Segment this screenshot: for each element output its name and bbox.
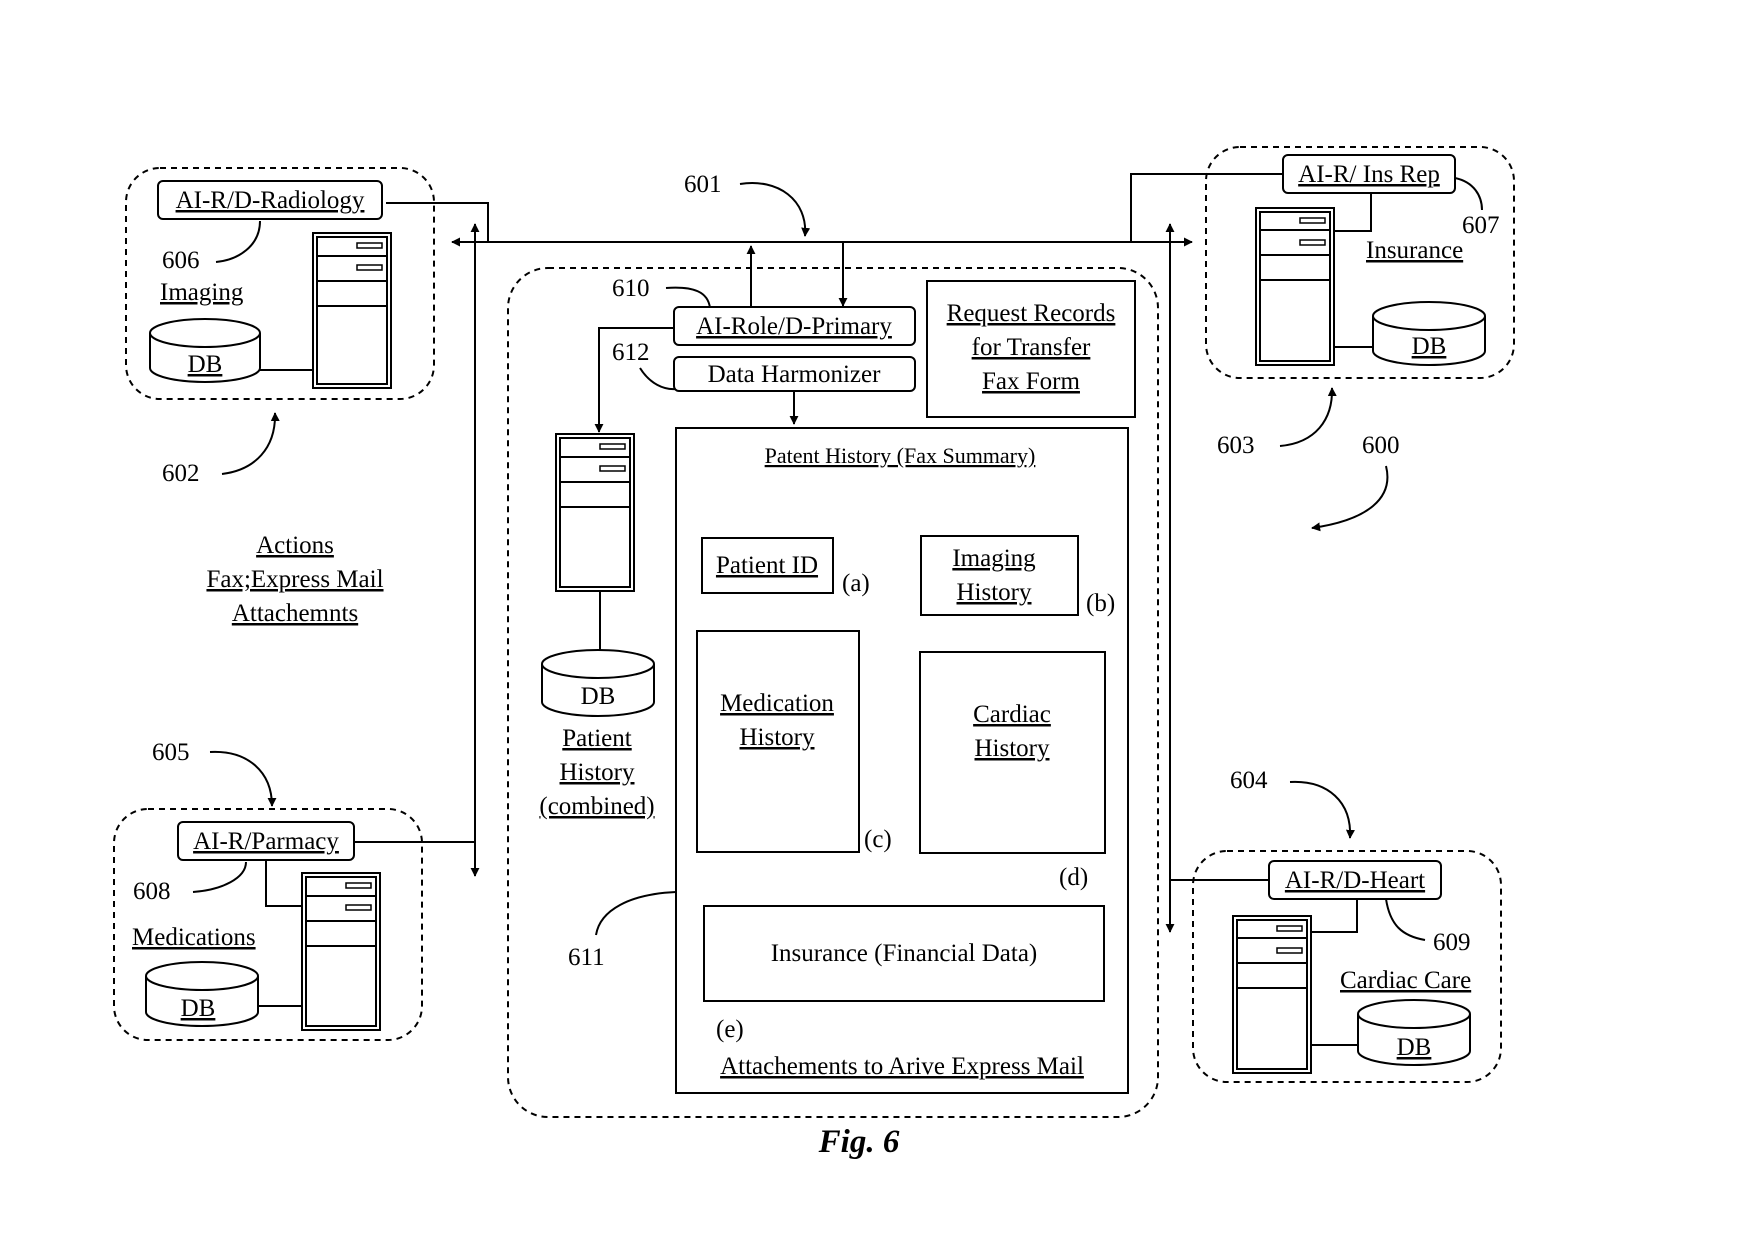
heart-node: AI-R/D-Heart 609 Cardiac Care DB — [1192, 850, 1502, 1083]
radiology-node: AI-R/D-Radiology 606 Imaging DB — [125, 167, 435, 400]
primary-agent-label: AI-Role/D-Primary — [696, 313, 892, 340]
radiology-department-label: Imaging — [160, 279, 244, 306]
medication-history-box — [696, 630, 860, 853]
server-icon — [555, 433, 635, 592]
summary-title: Patent History (Fax Summary) — [765, 443, 1036, 468]
ref-label-611: 611 — [568, 944, 605, 971]
insurance-node: AI-R/ Ins Rep 607 Insurance DB — [1205, 146, 1515, 379]
insurance-financial-tag: (e) — [716, 1016, 744, 1043]
actions-note: Actions Fax;Express Mail Attachemnts — [206, 532, 383, 627]
ref-label-600: 600 — [1362, 432, 1400, 459]
combined-history-line-3: (combined) — [539, 793, 654, 820]
pharmacy-node: AI-R/Parmacy 608 Medications DB — [113, 808, 423, 1041]
ref-label-605: 605 — [152, 739, 190, 766]
medication-history-tag: (c) — [864, 826, 892, 853]
combined-history-line-2: History — [560, 759, 636, 786]
pharmacy-department-label: Medications — [132, 924, 256, 951]
cardiac-history-line-2: History — [975, 735, 1051, 762]
patient-id-label: Patient ID — [716, 552, 818, 579]
summary-footer: Attachements to Arive Express Mail — [720, 1053, 1084, 1080]
server-icon — [1232, 915, 1312, 1074]
ref-602: 602 — [162, 412, 280, 487]
insurance-db-label: DB — [1412, 333, 1447, 360]
ref-label-612: 612 — [612, 339, 650, 366]
figure-caption: Fig. 6 — [818, 1124, 900, 1160]
server-icon — [312, 232, 392, 389]
patient-id-tag: (a) — [842, 570, 870, 597]
data-harmonizer-label: Data Harmonizer — [708, 361, 882, 388]
heart-agent-box — [1268, 860, 1442, 900]
insurance-department-label: Insurance — [1366, 237, 1463, 264]
ref-604: 604 — [1230, 767, 1355, 839]
ref-label-604: 604 — [1230, 767, 1268, 794]
insurance-agent-label: AI-R/ Ins Rep — [1298, 161, 1440, 188]
cardiac-history-box — [919, 651, 1106, 854]
insurance-agent-box — [1282, 154, 1456, 194]
ref-600: 600 — [1311, 432, 1400, 532]
imaging-history-line-2: History — [957, 579, 1033, 606]
heart-db-label: DB — [1397, 1034, 1432, 1061]
ref-label-603: 603 — [1217, 432, 1255, 459]
server-icon — [1255, 207, 1335, 366]
database-icon: DB — [145, 961, 259, 1027]
ref-601: 601 — [684, 171, 811, 237]
imaging-history-line-1: Imaging — [952, 545, 1036, 572]
request-records-box — [926, 280, 1136, 418]
imaging-history-box — [920, 535, 1079, 616]
pharmacy-db-label: DB — [181, 995, 216, 1022]
network-bus — [354, 173, 1283, 933]
ref-label-609: 609 — [1433, 929, 1471, 956]
actions-line-2: Fax;Express Mail — [206, 566, 383, 593]
medication-history-line-1: Medication — [720, 690, 834, 717]
request-form-line-3: Fax Form — [982, 368, 1080, 395]
actions-line-1: Actions — [256, 532, 334, 559]
ref-605: 605 — [152, 739, 277, 807]
ref-label-602: 602 — [162, 460, 200, 487]
radiology-agent-box — [157, 180, 383, 220]
database-icon: DB — [1372, 301, 1486, 366]
insurance-financial-box — [703, 905, 1105, 1002]
heart-department-label: Cardiac Care — [1340, 967, 1471, 994]
request-form-line-1: Request Records — [947, 300, 1116, 327]
cardiac-history-tag: (d) — [1059, 864, 1088, 891]
primary-db-label: DB — [581, 683, 616, 710]
actions-line-3: Attachemnts — [232, 600, 358, 627]
cardiac-history-line-1: Cardiac — [973, 701, 1051, 728]
pharmacy-agent-label: AI-R/Parmacy — [193, 828, 339, 855]
primary-agent-box — [673, 306, 916, 346]
ref-label-607: 607 — [1462, 212, 1500, 239]
ref-label-610: 610 — [612, 275, 650, 302]
server-icon — [301, 872, 381, 1031]
database-icon: DB — [149, 318, 261, 383]
imaging-history-tag: (b) — [1086, 590, 1115, 617]
radiology-db-label: DB — [188, 351, 223, 378]
request-form-line-2: for Transfer — [972, 334, 1091, 361]
medication-history-line-2: History — [740, 724, 816, 751]
database-icon: DB — [541, 649, 655, 717]
database-icon: DB — [1357, 999, 1471, 1066]
insurance-financial-label: Insurance (Financial Data) — [771, 940, 1038, 967]
ref-label-606: 606 — [162, 247, 200, 274]
patient-id-box — [701, 537, 834, 594]
combined-history-line-1: Patient — [562, 725, 631, 752]
ref-label-608: 608 — [133, 878, 171, 905]
ref-label-601: 601 — [684, 171, 722, 198]
ref-603: 603 — [1217, 387, 1337, 459]
primary-node: 610 AI-Role/D-Primary 612 Data Harmonize… — [507, 267, 1159, 1118]
radiology-agent-label: AI-R/D-Radiology — [176, 187, 365, 214]
heart-agent-label: AI-R/D-Heart — [1285, 867, 1425, 894]
